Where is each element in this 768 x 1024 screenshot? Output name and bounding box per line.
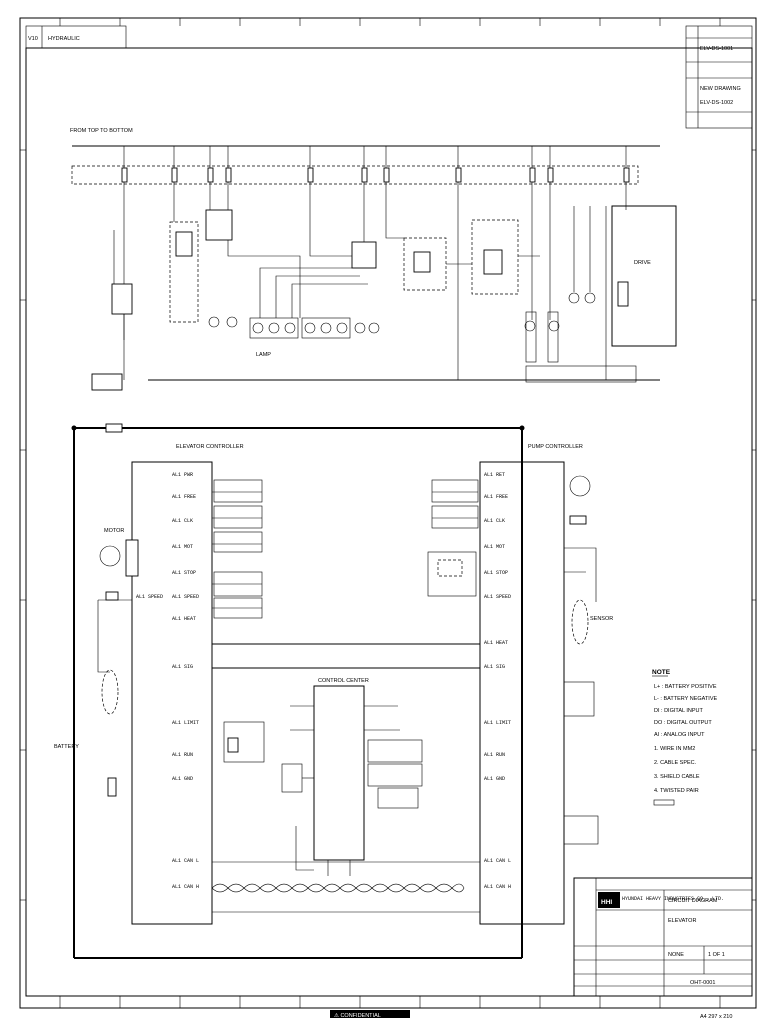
heater-module bbox=[169, 221, 199, 323]
note-item: L+ : BATTERY POSITIVE bbox=[654, 684, 717, 690]
note-item: 4. TWISTED PAIR bbox=[654, 788, 699, 794]
notes-heading: NOTE bbox=[652, 669, 671, 676]
drive-label: DRIVE bbox=[634, 260, 651, 266]
svg-text:AL1 SIG: AL1 SIG bbox=[484, 664, 505, 670]
svg-text:AL1 SPEED: AL1 SPEED bbox=[172, 594, 199, 600]
center-wiring bbox=[281, 705, 423, 876]
svg-text:AL1 FREE: AL1 FREE bbox=[172, 494, 196, 500]
fuses bbox=[121, 167, 630, 183]
svg-text:AL1 SPEED: AL1 SPEED bbox=[136, 594, 163, 600]
svg-text:AL1 CLK: AL1 CLK bbox=[172, 518, 193, 524]
relay-1 bbox=[205, 209, 233, 241]
svg-text:AL1 PWR: AL1 PWR bbox=[172, 472, 193, 478]
svg-text:AL1 STOP: AL1 STOP bbox=[172, 570, 196, 576]
right-peripherals bbox=[427, 479, 599, 845]
left-relay bbox=[111, 283, 133, 315]
revision-note-1: ELV-DS-1001 bbox=[700, 46, 733, 52]
left-controller bbox=[131, 461, 213, 925]
warning-bar bbox=[330, 1010, 410, 1018]
svg-text:AL1 SIG: AL1 SIG bbox=[172, 664, 193, 670]
inner-frame bbox=[25, 47, 753, 997]
svg-text:AL1 SPEED: AL1 SPEED bbox=[484, 594, 511, 600]
upper-wiring bbox=[113, 200, 676, 380]
svg-text:AL1 LIMIT: AL1 LIMIT bbox=[484, 720, 511, 726]
fuse-rail bbox=[71, 165, 639, 185]
drop-wires bbox=[123, 146, 627, 380]
svg-text:AL1 RET: AL1 RET bbox=[484, 472, 505, 478]
note-item: 1. WIRE IN MM2 bbox=[654, 746, 695, 752]
svg-text:AL1 FREE: AL1 FREE bbox=[484, 494, 508, 500]
company-logo-mark bbox=[598, 892, 620, 908]
main-fuse bbox=[105, 423, 123, 433]
battery-label: BATTERY bbox=[54, 744, 79, 750]
can-pair-1 bbox=[211, 883, 465, 893]
motor-right bbox=[569, 475, 591, 497]
sheet-value: 1 OF 1 bbox=[708, 952, 725, 958]
note-item: L- : BATTERY NEGATIVE bbox=[654, 696, 717, 702]
note-item: 2. CABLE SPEC. bbox=[654, 760, 697, 766]
top-label: HYDRAULIC bbox=[48, 36, 80, 42]
lamp-row-2 bbox=[301, 317, 351, 339]
scale-value: NONE bbox=[668, 952, 684, 958]
sensor-right bbox=[571, 599, 589, 645]
motor-left bbox=[99, 545, 121, 567]
svg-text:AL1 GND: AL1 GND bbox=[484, 776, 505, 782]
footer-warning: ⚠ CONFIDENTIAL bbox=[334, 1012, 381, 1019]
note-item: 3. SHIELD CABLE bbox=[654, 774, 700, 780]
zone-ticks bbox=[20, 18, 756, 1008]
svg-text:AL1 CAN H: AL1 CAN H bbox=[484, 884, 511, 890]
title-block: HHI HYUNDAI HEAVY INDUSTRIES CO., LTD. C… bbox=[573, 877, 753, 997]
sensor-label: SENSOR bbox=[590, 616, 613, 622]
drawing-title: CIRCUIT DIAGRAM bbox=[668, 898, 718, 904]
revision-block: ELV-DS-1001 NEW DRAWING ELV-DS-1002 bbox=[685, 25, 753, 129]
ground-block bbox=[91, 373, 123, 391]
svg-text:AL1 CAN H: AL1 CAN H bbox=[172, 884, 199, 890]
revision-note-2: NEW DRAWING bbox=[700, 86, 741, 92]
lamp-label: LAMP bbox=[256, 352, 271, 358]
outer-frame bbox=[19, 17, 757, 1009]
drive-unit bbox=[611, 205, 677, 347]
left-peripherals bbox=[212, 479, 265, 763]
svg-text:AL1 CLK: AL1 CLK bbox=[484, 518, 505, 524]
footer-size: A4 297 x 210 bbox=[700, 1014, 732, 1020]
drawing-subtitle: ELEVATOR bbox=[668, 918, 696, 924]
top-label-block bbox=[25, 25, 127, 49]
svg-text:AL1 STOP: AL1 STOP bbox=[484, 570, 508, 576]
lamp-row-1 bbox=[249, 317, 299, 339]
sensor-left bbox=[101, 669, 119, 715]
revision-note-3: ELV-DS-1002 bbox=[700, 100, 733, 106]
svg-text:AL1 RUN: AL1 RUN bbox=[484, 752, 505, 758]
right-controller-label: PUMP CONTROLLER bbox=[528, 444, 583, 450]
svg-text:AL1 HEAT: AL1 HEAT bbox=[172, 616, 196, 622]
svg-text:AL1 RUN: AL1 RUN bbox=[172, 752, 193, 758]
svg-text:AL1 CAN L: AL1 CAN L bbox=[484, 858, 511, 864]
control-center bbox=[313, 685, 365, 861]
svg-text:AL1 MOT: AL1 MOT bbox=[172, 544, 193, 550]
note-item: DO : DIGITAL OUTPUT bbox=[654, 720, 712, 726]
svg-text:AL1 HEAT: AL1 HEAT bbox=[484, 640, 508, 646]
company-name: HYUNDAI HEAVY INDUSTRIES CO., LTD. bbox=[622, 896, 724, 902]
left-pins: AL1 PWR AL1 FREE AL1 CLK AL1 MOT AL1 STO… bbox=[172, 472, 199, 890]
note-item: AI : ANALOG INPUT bbox=[654, 732, 705, 738]
left-code: V10 bbox=[28, 36, 38, 42]
note-item: DI : DIGITAL INPUT bbox=[654, 708, 704, 714]
motor-label: MOTOR bbox=[104, 528, 124, 534]
svg-text:AL1 GND: AL1 GND bbox=[172, 776, 193, 782]
relay-2 bbox=[351, 241, 377, 269]
bus-label: FROM TOP TO BOTTOM bbox=[70, 128, 133, 134]
notes-block: NOTE L+ : BATTERY POSITIVE L- : BATTERY … bbox=[652, 669, 717, 806]
left-controller-label: ELEVATOR CONTROLLER bbox=[176, 444, 244, 450]
relay-group-2 bbox=[471, 219, 519, 295]
svg-text:AL1 LIMIT: AL1 LIMIT bbox=[172, 720, 199, 726]
company-logo: HHI bbox=[601, 899, 612, 906]
interconnect bbox=[212, 643, 480, 669]
svg-text:AL1 MOT: AL1 MOT bbox=[484, 544, 505, 550]
right-pins: AL1 RET AL1 FREE AL1 CLK AL1 MOT AL1 STO… bbox=[484, 472, 511, 890]
drawing-number: OHT-0001 bbox=[690, 980, 715, 986]
control-center-label: CONTROL CENTER bbox=[318, 678, 369, 684]
can-pair-2 bbox=[211, 883, 465, 893]
svg-text:AL1 CAN L: AL1 CAN L bbox=[172, 858, 199, 864]
